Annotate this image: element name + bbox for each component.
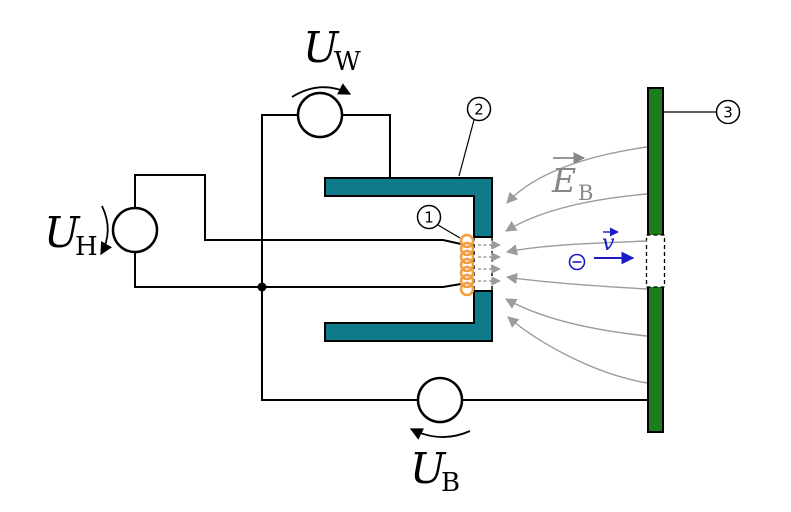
callout-pointer <box>437 224 461 239</box>
voltage-source-icon <box>416 376 464 424</box>
uw-source: UW <box>291 23 361 139</box>
callout-2: 2 <box>458 96 492 177</box>
coil-turn <box>459 241 475 257</box>
electron-beam: v <box>568 227 635 271</box>
emission-arrows <box>478 240 501 286</box>
callout-number: 2 <box>474 101 484 119</box>
direction-arrow-icon <box>100 205 113 256</box>
field-line <box>505 298 648 337</box>
filament-coil <box>459 233 475 297</box>
coil-turn <box>459 257 475 273</box>
coil-turn <box>459 281 475 297</box>
coil-turn <box>459 249 475 265</box>
coil-turn <box>459 273 475 289</box>
circuit-wires <box>134 114 650 401</box>
callout-circle <box>416 204 442 230</box>
wire <box>261 114 418 401</box>
wire <box>134 252 462 288</box>
anode-plate <box>645 87 666 433</box>
wehnelt-top-piece <box>324 177 493 238</box>
uh-label: UH <box>44 208 98 262</box>
callout-3: 3 <box>664 99 741 125</box>
callout-1: 1 <box>416 204 461 239</box>
callout-number: 1 <box>424 209 434 227</box>
eb-field-label: EB <box>551 152 593 205</box>
field-line <box>507 316 648 384</box>
wire <box>134 174 462 245</box>
callout-circle <box>466 96 492 122</box>
field-line <box>505 193 648 232</box>
callouts: 1 2 3 <box>416 96 741 239</box>
direction-arrow-icon <box>291 83 352 98</box>
voltage-source-icon <box>111 206 159 254</box>
ub-label: UB <box>410 444 460 498</box>
callout-number: 3 <box>723 104 733 122</box>
coil-turn <box>459 233 475 249</box>
wehnelt-bottom-piece <box>324 290 493 342</box>
junction-dot <box>257 282 267 292</box>
field-line <box>505 240 648 256</box>
anode-hole <box>645 234 666 288</box>
coil-turn <box>459 265 475 281</box>
v-label: v <box>602 231 615 256</box>
callout-circle <box>715 99 741 125</box>
field-line <box>505 272 648 290</box>
field-lines <box>505 146 648 384</box>
field-line <box>506 146 648 204</box>
voltage-source-icon <box>296 91 344 139</box>
eb-label: EB <box>551 161 593 205</box>
uh-source: UH <box>44 205 159 262</box>
wire <box>342 114 391 180</box>
callout-pointer <box>458 119 475 177</box>
uw-label: UW <box>303 23 361 77</box>
direction-arrow-icon <box>409 428 471 440</box>
junction-dots <box>257 181 660 405</box>
ub-source: UB <box>409 376 471 498</box>
